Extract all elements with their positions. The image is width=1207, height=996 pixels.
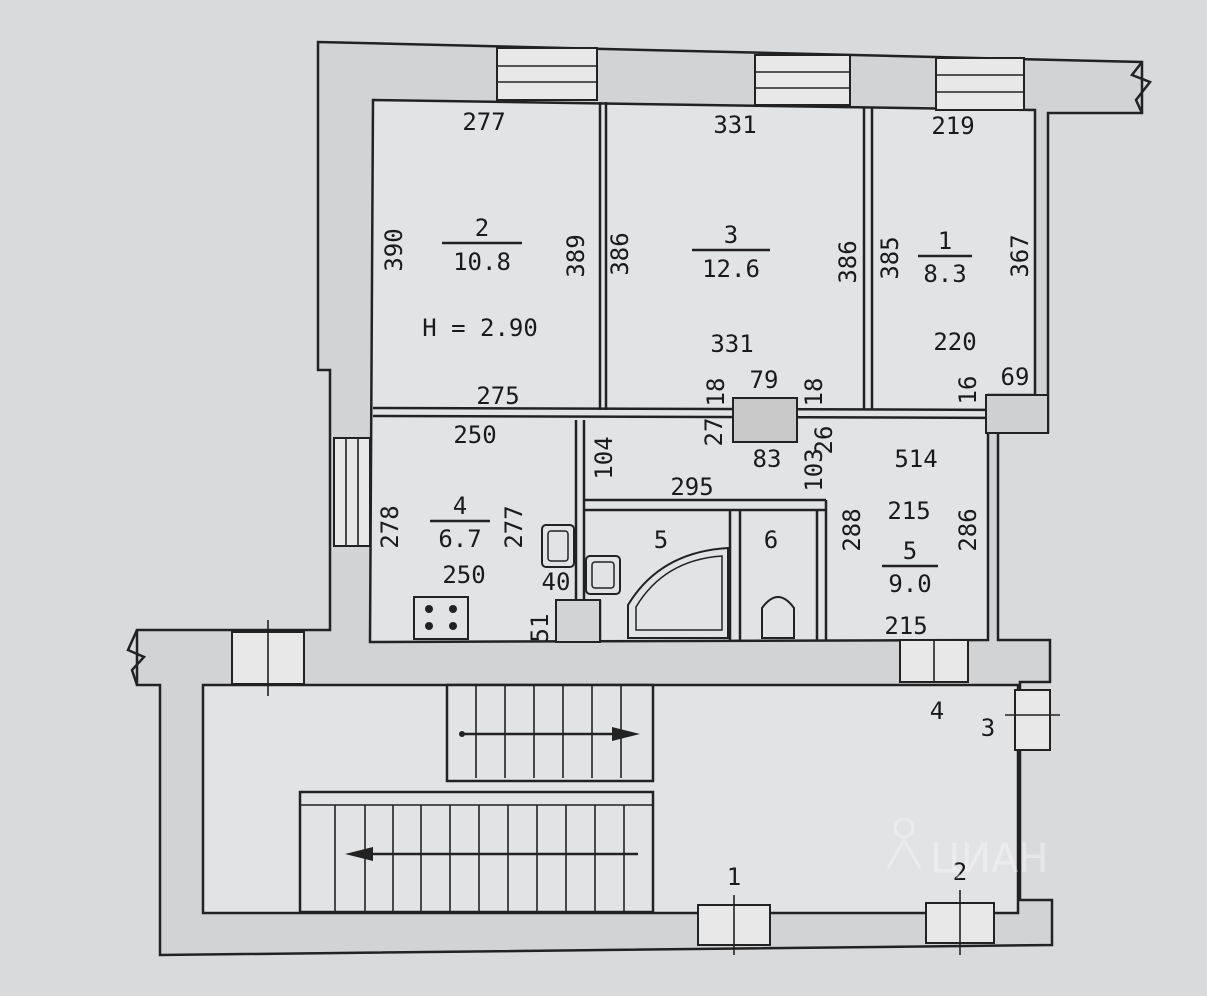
ventilation-shaft bbox=[732, 397, 798, 443]
dim-label: 104 bbox=[590, 436, 618, 479]
dim-label: 51 bbox=[526, 614, 554, 643]
dim-label: 215 bbox=[887, 497, 930, 525]
dim-label: 286 bbox=[954, 508, 982, 551]
window-top-3 bbox=[935, 57, 1025, 111]
room-5-number: 5 bbox=[903, 537, 917, 565]
dim-label: 367 bbox=[1006, 234, 1034, 277]
toilet bbox=[761, 596, 795, 639]
dim-label: 27 bbox=[700, 418, 728, 447]
dim-label: 385 bbox=[876, 236, 904, 279]
room-3-number: 3 bbox=[724, 221, 738, 249]
window-stair-bottom-2 bbox=[925, 890, 995, 955]
dim-label: 215 bbox=[884, 612, 927, 640]
room-4-number: 4 bbox=[453, 492, 467, 520]
dim-label: 514 bbox=[894, 445, 937, 473]
stove bbox=[413, 596, 469, 640]
window-marker: 3 bbox=[981, 714, 995, 742]
dim-label: 18 bbox=[702, 378, 730, 407]
stairs-lower bbox=[298, 790, 655, 914]
window-top-1 bbox=[496, 47, 598, 101]
dim-label: 278 bbox=[376, 505, 404, 548]
dim-label: 386 bbox=[834, 240, 862, 283]
dim-label: 331 bbox=[713, 111, 756, 139]
toilet-number: 6 bbox=[764, 526, 778, 554]
watermark-logo: ЦИАН bbox=[886, 817, 1048, 882]
corner-bathtub bbox=[627, 546, 729, 639]
dim-label: 250 bbox=[453, 421, 496, 449]
window-marker: 1 bbox=[727, 863, 741, 891]
dim-label: 331 bbox=[710, 330, 753, 358]
dim-label: 386 bbox=[606, 232, 634, 275]
window-stair-right bbox=[1005, 689, 1060, 751]
watermark-text: ЦИАН bbox=[930, 836, 1048, 882]
sink-bathroom bbox=[585, 555, 621, 595]
dim-label: 79 bbox=[750, 366, 779, 394]
room-1-number: 1 bbox=[938, 227, 952, 255]
dim-label: 220 bbox=[933, 328, 976, 356]
bathroom-number: 5 bbox=[654, 526, 668, 554]
dim-label: 26 bbox=[810, 426, 838, 455]
dim-label: 103 bbox=[800, 448, 828, 491]
dim-label: 16 bbox=[954, 376, 982, 405]
dim-label: 219 bbox=[931, 112, 974, 140]
room-3-area: 12.6 bbox=[702, 255, 760, 283]
dim-label: 277 bbox=[500, 505, 528, 548]
stairs-upper bbox=[445, 683, 655, 783]
dim-label: 40 bbox=[542, 568, 571, 596]
ceiling-height-label: H = 2.90 bbox=[422, 314, 538, 342]
dim-label: 275 bbox=[476, 382, 519, 410]
room-1-area: 8.3 bbox=[923, 260, 966, 288]
dim-label: 390 bbox=[380, 228, 408, 271]
dim-label: 83 bbox=[753, 445, 782, 473]
room-2-area: 10.8 bbox=[453, 248, 511, 276]
dim-label: 18 bbox=[800, 378, 828, 407]
window-marker: 2 bbox=[953, 858, 967, 886]
window-bottom-right bbox=[899, 639, 969, 683]
dim-label: 277 bbox=[462, 108, 505, 136]
dim-label: 250 bbox=[442, 561, 485, 589]
room-2-number: 2 bbox=[475, 214, 489, 242]
window-bottom-left bbox=[231, 620, 305, 696]
window-top-2 bbox=[754, 54, 851, 106]
dim-label: 389 bbox=[562, 234, 590, 277]
dim-label: 288 bbox=[838, 508, 866, 551]
room-5-area: 9.0 bbox=[888, 570, 931, 598]
dim-label: 295 bbox=[670, 473, 713, 501]
sink-kitchen bbox=[541, 524, 575, 568]
window-stair-bottom-1 bbox=[697, 895, 771, 955]
window-marker: 4 bbox=[930, 697, 944, 725]
room-4-area: 6.7 bbox=[438, 525, 481, 553]
dim-label: 69 bbox=[1001, 363, 1030, 391]
window-left bbox=[333, 437, 371, 547]
